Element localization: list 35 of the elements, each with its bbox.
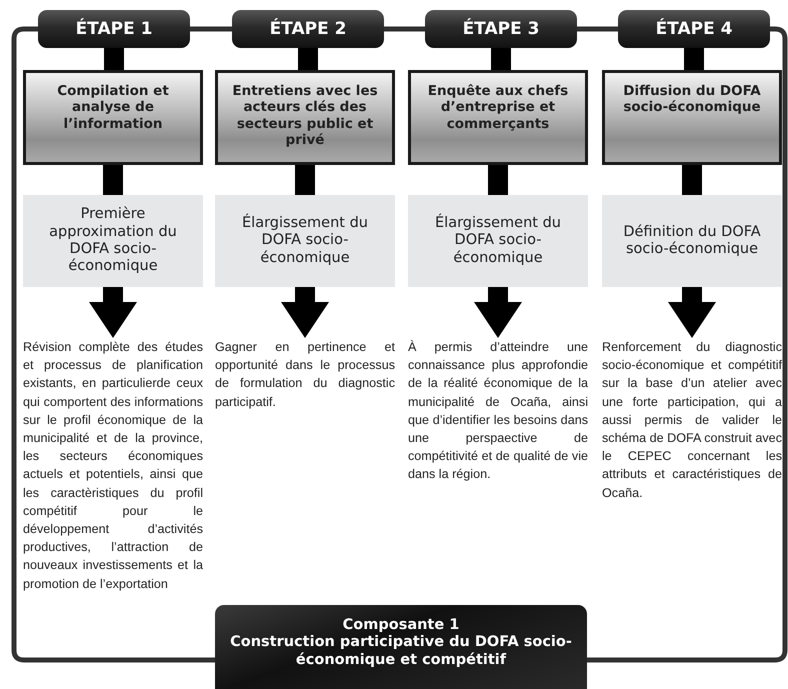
result-box: Première approximation du DOFA socio-économique [23, 195, 203, 287]
frame-line [384, 26, 425, 32]
connector-bar [103, 165, 123, 195]
description-text: Renforcement du diagnostic socio-économique et compétitif sur la base d’un atelier avec une forte participation, qui a aussi permis de valider le schéma de DOFA construit avec le CEPEC concernant les attributs et caractéristiques de Ocaña. [602, 338, 782, 502]
connector-bar [295, 165, 315, 195]
down-arrow [474, 287, 522, 338]
connector-bar [298, 48, 318, 70]
connector-bar [684, 48, 704, 70]
activity-box: Enquête aux chefs d’entreprise et commerçants [408, 70, 588, 165]
description-text: À permis d’atteindre une connaissance plus approfondie de la réalité économique de la municipalité de Ocaña, ainsi que d’identifier les besoins dans une perspaective de compétitivité et de qualité de vie dans la région. [408, 338, 588, 484]
step-header: ÉTAPE 4 [618, 10, 770, 48]
connector-bar [488, 165, 508, 195]
frame-line [190, 26, 232, 32]
down-arrow [89, 287, 137, 338]
description-text: Révision complète des études et processus de planification existants, en particulierde ceux qui comportent des informations sur le profil économique de la municipalité et de la province, les secteurs économiques actuels et potentiels, ainsi que les caractèristiques du profil compétitif pour le développement d’activités productives, l’attraction de nouveaux investissements et la promotion de l’exportation [23, 338, 203, 593]
step-header: ÉTAPE 3 [425, 10, 577, 48]
step-header: ÉTAPE 2 [232, 10, 384, 48]
connector-bar [104, 48, 124, 70]
connector-bar [682, 165, 702, 195]
banner-heading: Composante 1 [342, 617, 460, 634]
description-text: Gagner en pertinence et opportunité dans le processus de formulation du diagnostic participatif. [215, 338, 395, 411]
banner-text: Construction participative du DOFA socio-économique et compétitif [229, 634, 573, 670]
result-box: Élargissement du DOFA socio-économique [215, 195, 395, 287]
activity-box: Compilation et analyse de l’information [23, 70, 203, 165]
activity-box: Diffusion du DOFA socio-économique [602, 70, 782, 165]
step-header: ÉTAPE 1 [38, 10, 190, 48]
activity-box: Entretiens avec les acteurs clés des secteurs public et privé [215, 70, 395, 165]
result-box: Définition du DOFA socio-économique [602, 195, 782, 287]
result-box: Élargissement du DOFA socio-économique [408, 195, 588, 287]
connector-bar [491, 48, 511, 70]
down-arrow [281, 287, 329, 338]
frame-line [577, 26, 618, 32]
down-arrow [668, 287, 716, 338]
component-banner [215, 605, 587, 689]
frame-line [587, 26, 788, 662]
